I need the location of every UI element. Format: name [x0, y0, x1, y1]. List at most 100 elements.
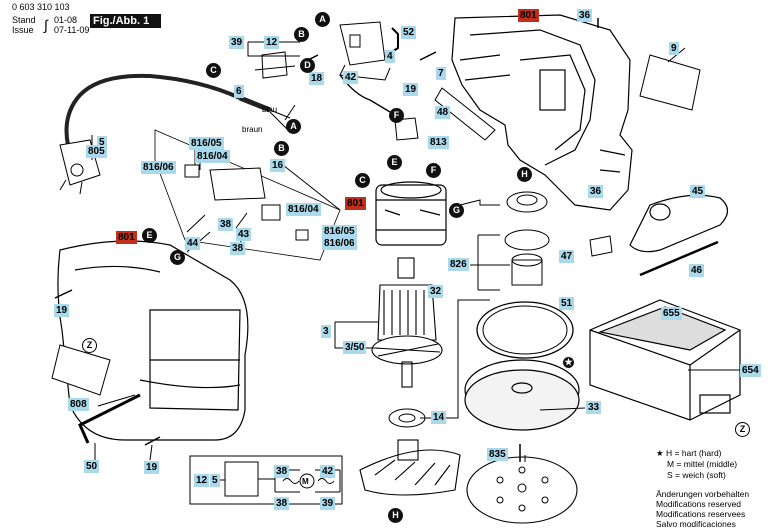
- motor-symbol: M: [302, 477, 309, 486]
- issue-date: 07-11-09: [54, 25, 90, 35]
- issue-label: Issue: [12, 25, 34, 35]
- part-label-826: 826: [448, 258, 469, 271]
- part-label-50: 50: [84, 460, 100, 473]
- schematic-label-12: 12: [194, 474, 210, 487]
- legend-medium: M = mittel (middle): [667, 459, 738, 469]
- cable-clamp: [254, 51, 296, 79]
- doc-number: 0 603 310 103: [12, 2, 70, 12]
- part-label-42: 42: [343, 71, 359, 84]
- housing-left: [57, 240, 249, 441]
- note-en: Modifications reserved: [656, 499, 742, 509]
- part-label-3-50: 3/50: [343, 341, 367, 354]
- part-label-816-04: 816/04: [195, 150, 230, 163]
- marker-c-motor: C: [355, 173, 370, 188]
- marker-d-top: D: [300, 58, 315, 73]
- schematic-label-38: 38: [274, 465, 290, 478]
- part-label-6: 6: [234, 85, 244, 98]
- bearing-stack: [504, 191, 550, 286]
- marker-f-top: F: [389, 108, 404, 123]
- side-handle: [629, 194, 729, 253]
- leader-lines: [91, 41, 740, 462]
- figure-title: Fig./Abb. 1: [90, 14, 161, 28]
- part-label-19c: 19: [144, 461, 160, 474]
- marker-a-top: A: [315, 12, 330, 27]
- part-label-45: 45: [690, 185, 706, 198]
- part-label-18: 18: [309, 72, 325, 85]
- bracket-symbol: ∫: [44, 17, 48, 33]
- part-label-16: 16: [270, 159, 286, 172]
- part-label-816-05b: 816/05: [322, 225, 357, 238]
- hardness-legend: ★ H = hart (hard) M = mittel (middle) S …: [656, 448, 737, 481]
- part-label-805: 805: [86, 145, 107, 158]
- housing-right: [451, 14, 633, 211]
- part-label-43: 43: [236, 228, 252, 241]
- part-label-51: 51: [559, 297, 575, 310]
- part-label-46: 46: [689, 264, 705, 277]
- part-label-5: 5: [97, 136, 107, 149]
- legend-star-icon: ★: [656, 448, 664, 458]
- part-label-47: 47: [559, 250, 575, 263]
- marker-h-fan: H: [388, 508, 403, 523]
- part-label-12: 12: [264, 36, 280, 49]
- marker-z-right: Z: [735, 422, 750, 437]
- sanding-pad: [464, 359, 580, 431]
- wire-label-blue: blau: [262, 105, 278, 114]
- switch-assembly: [339, 21, 391, 81]
- note-fr: Modifications reservees: [656, 509, 746, 519]
- part-label-813: 813: [428, 136, 449, 149]
- armature: [371, 257, 443, 388]
- schematic-label-39: 39: [320, 497, 336, 510]
- part-label-36b: 36: [588, 185, 604, 198]
- part-label-19: 19: [403, 83, 419, 96]
- marker-b-cable: B: [274, 141, 289, 156]
- part-label-38b: 38: [230, 242, 246, 255]
- part-label-33: 33: [586, 401, 602, 414]
- marker-z-left: Z: [82, 338, 97, 353]
- part-label-816-06b: 816/06: [322, 237, 357, 250]
- part-label-3: 3: [321, 325, 331, 338]
- marker-h-bearing: H: [517, 167, 532, 182]
- legend-hard-text: H = hart (hard): [666, 448, 722, 458]
- wire-label-brown: braun: [242, 125, 263, 134]
- marker-b-top: B: [294, 27, 309, 42]
- note-es: Salvo modificaciones: [656, 519, 736, 529]
- part-label-19b: 19: [54, 304, 70, 317]
- part-label-38: 38: [218, 218, 234, 231]
- marker-e-left: E: [142, 228, 157, 243]
- part-label-801-motor: 801: [345, 197, 366, 210]
- stand-date: 01-08: [54, 15, 78, 25]
- marker-a-cable: A: [286, 119, 301, 134]
- part-label-39: 39: [229, 36, 245, 49]
- schematic-label-5: 5: [210, 474, 220, 487]
- part-label-9: 9: [669, 42, 679, 55]
- legend-soft: S = weich (soft): [667, 470, 726, 480]
- part-label-4: 4: [385, 50, 395, 63]
- schematic-label-38b: 38: [274, 497, 290, 510]
- stand-label: Stand: [12, 15, 36, 25]
- part-label-14: 14: [431, 411, 447, 424]
- note-de: Änderungen vorbehalten: [656, 489, 750, 499]
- power-cable: [64, 73, 241, 146]
- part-label-655: 655: [661, 307, 682, 320]
- part-label-7: 7: [436, 67, 446, 80]
- part-label-32: 32: [428, 285, 444, 298]
- motor-field: [375, 181, 447, 246]
- marker-g-motor: G: [449, 203, 464, 218]
- part-label-801-left: 801: [116, 231, 137, 244]
- fan: [359, 439, 461, 496]
- dust-box: [589, 299, 741, 421]
- part-label-654: 654: [740, 364, 761, 377]
- marker-e-motor: E: [387, 155, 402, 170]
- part-label-44: 44: [185, 237, 201, 250]
- marker-g-left: G: [170, 250, 185, 265]
- modification-notes: Änderungen vorbehalten Modifications res…: [656, 489, 749, 529]
- nameplate-shape: [639, 54, 701, 111]
- part-label-801-housing: 801: [518, 9, 539, 22]
- part-label-816-04b: 816/04: [286, 203, 321, 216]
- part-label-36: 36: [577, 9, 593, 22]
- marker-c-top: C: [206, 63, 221, 78]
- schematic-label-42: 42: [320, 465, 336, 478]
- star-marker: ★: [563, 357, 574, 368]
